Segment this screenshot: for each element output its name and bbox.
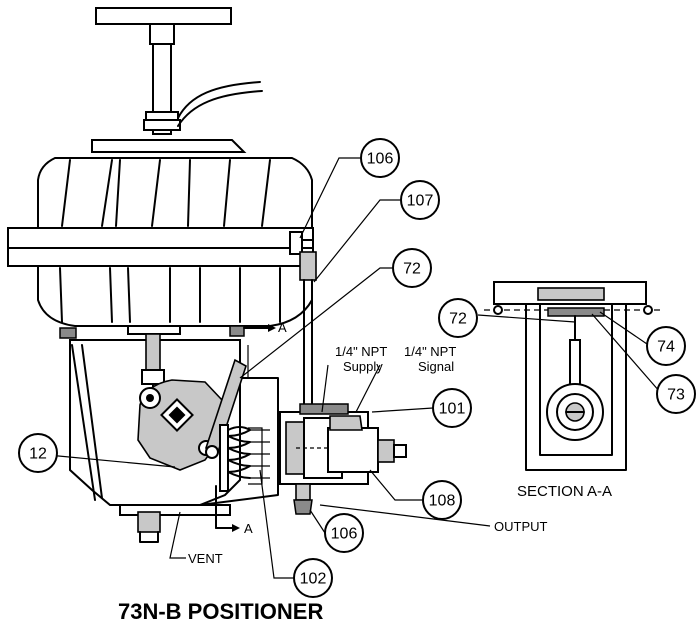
callout-73: 73	[656, 374, 696, 414]
svg-text:106: 106	[331, 526, 358, 543]
svg-text:74: 74	[657, 339, 675, 356]
callouts: 106 107 72 101 12 108 106 102	[18, 138, 696, 598]
svg-text:101: 101	[439, 401, 466, 418]
relay-block	[279, 403, 407, 515]
diagram-title: 73N-B POSITIONER	[118, 599, 323, 624]
svg-text:102: 102	[300, 571, 327, 588]
leader-lines	[47, 157, 491, 579]
callout-12: 12	[18, 433, 58, 473]
svg-text:108: 108	[429, 493, 456, 510]
section-label: SECTION A-A	[517, 483, 612, 500]
vent-label: VENT	[188, 551, 223, 566]
svg-text:73: 73	[667, 387, 685, 404]
callout-108: 108	[422, 480, 462, 520]
handwheel	[95, 7, 263, 135]
signal-label-line1: 1/4" NPT	[404, 344, 456, 359]
section-a-a-view	[477, 281, 661, 471]
supply-label-line1: 1/4" NPT	[335, 344, 387, 359]
text-labels: A A 1/4" NPT Supply 1/4" NPT Signal OUTP…	[118, 320, 612, 624]
svg-text:106: 106	[367, 151, 394, 168]
stem-connector	[127, 325, 181, 401]
svg-text:72: 72	[403, 261, 421, 278]
callout-107: 107	[400, 180, 440, 220]
range-spring	[219, 424, 270, 492]
callout-72: 72	[392, 248, 432, 288]
svg-text:12: 12	[29, 446, 47, 463]
section-arrow-label-top: A	[278, 320, 287, 335]
callout-74: 74	[646, 326, 686, 366]
callout-106-bottom: 106	[324, 513, 364, 553]
section-arrows	[215, 324, 276, 532]
callout-102: 102	[293, 558, 333, 598]
callout-101: 101	[432, 388, 472, 428]
lever	[204, 358, 247, 459]
svg-text:72: 72	[449, 311, 467, 328]
callout-72-section: 72	[438, 298, 478, 338]
section-arrow-label-bottom: A	[244, 521, 253, 536]
feedback-linkage	[289, 231, 317, 409]
svg-text:107: 107	[407, 193, 434, 210]
supply-label-line2: Supply	[343, 359, 383, 374]
callout-106-top: 106	[360, 138, 400, 178]
output-label: OUTPUT	[494, 519, 548, 534]
diaphragm-case	[7, 139, 314, 339]
signal-label-line2: Signal	[418, 359, 454, 374]
